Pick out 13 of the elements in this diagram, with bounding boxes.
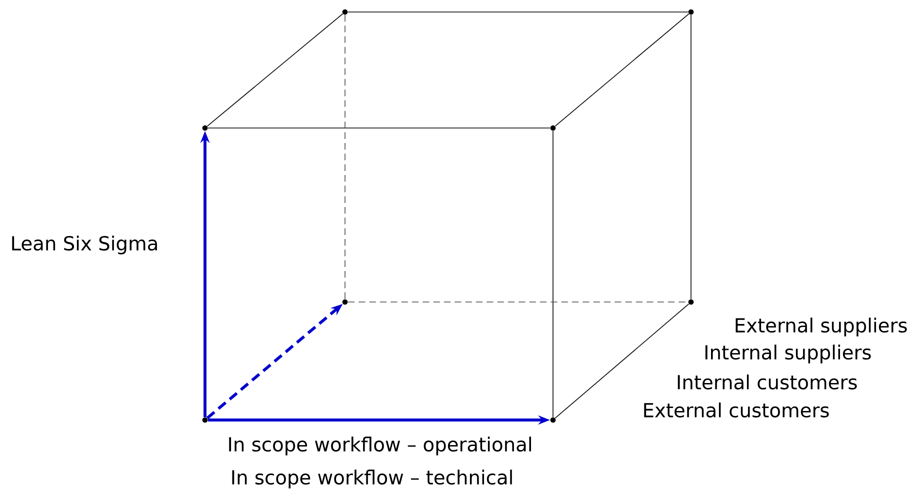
axis-label: Lean Six Sigma	[12, 236, 157, 254]
cube-edge	[552, 130, 554, 418]
axis-label: External suppliers	[736, 318, 907, 336]
cube-edge	[206, 13, 344, 127]
axis-label: In scope workflow – technical	[232, 470, 512, 488]
axis-label: External customers	[644, 402, 829, 418]
cube-edge	[554, 304, 690, 418]
axis-label: Internal suppliers	[705, 344, 871, 364]
cube-edge	[554, 13, 690, 126]
axis-label: In scope workflow – operational	[229, 436, 531, 456]
axis-label: Internal customers	[678, 374, 857, 390]
cube-edge	[690, 14, 692, 300]
cube-edge	[344, 14, 346, 300]
